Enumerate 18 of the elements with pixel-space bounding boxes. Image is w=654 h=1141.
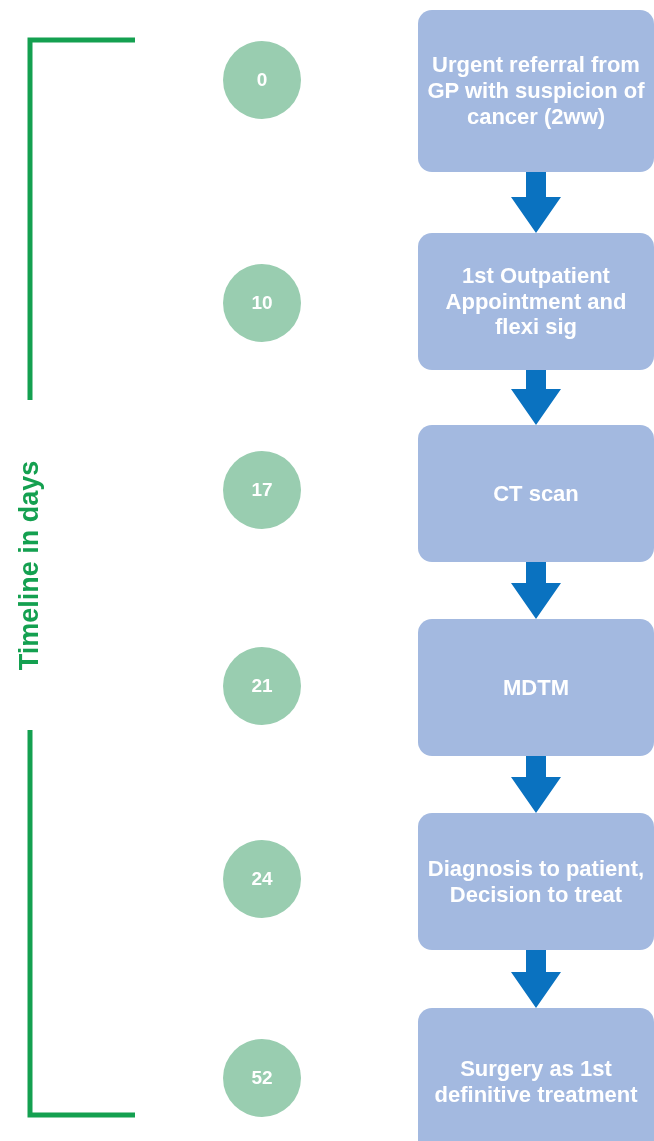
process-box: Surgery as 1st definitive treatment (418, 1008, 654, 1141)
day-circle: 17 (223, 451, 301, 529)
axis-title: Timeline in days (14, 460, 46, 670)
day-circle: 21 (223, 647, 301, 725)
day-circle: 52 (223, 1039, 301, 1117)
process-box: MDTM (418, 619, 654, 756)
arrow (511, 562, 561, 619)
arrow (511, 756, 561, 813)
arrow (511, 950, 561, 1008)
process-box: CT scan (418, 425, 654, 562)
process-box: Urgent referral from GP with suspicion of cancer (2ww) (418, 10, 654, 172)
process-box: 1st Outpatient Appointment and flexi sig (418, 233, 654, 370)
arrow (511, 172, 561, 233)
day-circle: 24 (223, 840, 301, 918)
arrow (511, 370, 561, 425)
process-box: Diagnosis to patient, Decision to treat (418, 813, 654, 950)
day-circle: 10 (223, 264, 301, 342)
day-circle: 0 (223, 41, 301, 119)
